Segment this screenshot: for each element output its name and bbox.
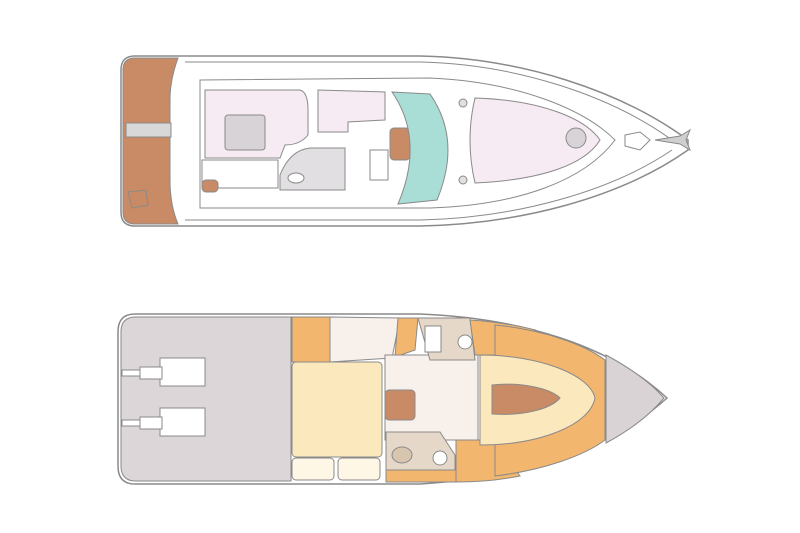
- engine-gearbox: [139, 416, 163, 430]
- wet-bar: [201, 159, 279, 189]
- swim-platform-teak: [122, 57, 179, 225]
- engine-shaft: [121, 419, 141, 427]
- interior-plan-view: [117, 313, 669, 485]
- cockpit-cushion: [201, 179, 219, 193]
- bow-chain-locker: [605, 354, 665, 444]
- galley-sink: [457, 334, 473, 350]
- foredeck-sunpad: [469, 97, 601, 184]
- helm-seat-area: [317, 89, 386, 133]
- aft-bulkhead-cabinet: [394, 317, 419, 358]
- engine-block: [159, 407, 206, 437]
- head-cabinet: [385, 469, 457, 483]
- aft-wardrobe: [291, 316, 331, 363]
- boarding-ladder: [125, 122, 172, 138]
- transom-hatch: [127, 189, 149, 209]
- bow-anchor: [654, 128, 692, 152]
- v-berth-cushion: [491, 383, 561, 415]
- deck-hull-inner-line: [185, 61, 673, 221]
- helm-dashboard: [369, 149, 389, 181]
- cockpit-table: [224, 114, 266, 151]
- helm-sink: [287, 172, 305, 184]
- head-toilet: [391, 446, 413, 464]
- aft-cabin-berth: [291, 361, 383, 458]
- aft-cabin-step-left: [291, 457, 335, 481]
- engine-gearbox: [139, 366, 163, 380]
- forward-hatch: [565, 127, 587, 149]
- engine-shaft: [121, 369, 141, 377]
- saloon-seat-cushion: [384, 389, 416, 421]
- port-engine: [121, 357, 206, 387]
- starboard-engine: [121, 407, 206, 437]
- aft-cabin-step-right: [337, 457, 381, 481]
- windscreen: [391, 91, 449, 205]
- galley-stove: [424, 325, 442, 353]
- head-sink: [432, 450, 448, 466]
- port-cleat: [458, 98, 468, 108]
- starboard-cleat: [458, 175, 468, 185]
- engine-room: [120, 316, 292, 482]
- helm-seat-cushion: [389, 127, 411, 161]
- deck-plan-view: [120, 55, 692, 227]
- anchor-windlass: [624, 131, 651, 151]
- engine-block: [159, 357, 206, 387]
